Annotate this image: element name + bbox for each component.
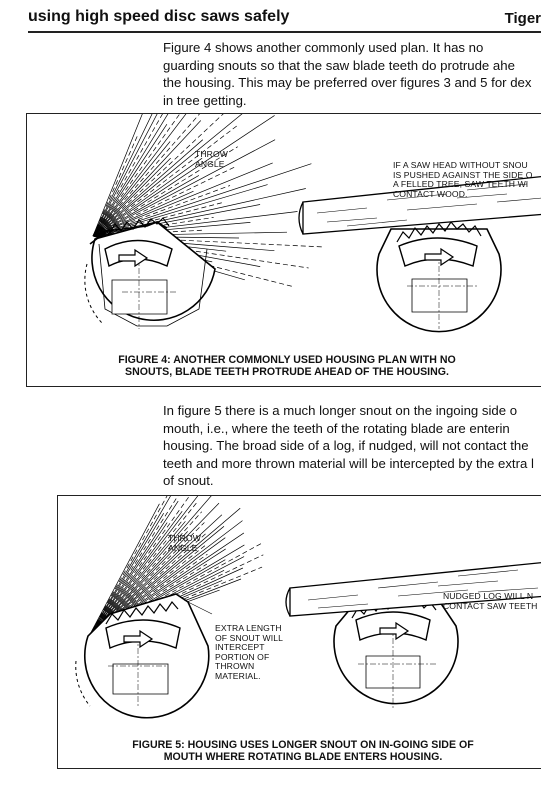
label-line: A FELLED TREE, SAW TEETH WI [393, 179, 529, 189]
paragraph-figure5-intro: In figure 5 there is a much longer snout… [163, 402, 541, 490]
saw-housing-left [75, 593, 213, 719]
label-line: IF A SAW HEAD WITHOUT SNOU [393, 160, 528, 170]
label-line: OF SNOUT WILL [215, 632, 283, 643]
figure4-caption: FIGURE 4: ANOTHER COMMONLY USED HOUSING … [27, 354, 541, 378]
saw-housing-right [333, 597, 459, 708]
text-line: in tree getting. [163, 92, 247, 108]
header-right-text: Tiger [504, 10, 541, 27]
figure4-illustration [84, 114, 541, 333]
log-note-label: NUDGED LOG WILL N CONTACT SAW TEETH [443, 591, 538, 611]
figure5-box: THROW ANGLE EXTRA LENGTH OF SNOUT WILL I… [57, 495, 541, 769]
figure5-illustration [75, 496, 541, 719]
snout-note-label: EXTRA LENGTH OF SNOUT WILL INTERCEPT POR… [215, 623, 283, 681]
caption-line: SNOUTS, BLADE TEETH PROTRUDE AHEAD OF TH… [125, 366, 449, 378]
label-line: INTERCEPT [215, 642, 265, 652]
figure4-box: THROW ANGLE IF A SAW HEAD WITHOUT SNOU I… [26, 113, 541, 387]
caption-line: FIGURE 5: HOUSING USES LONGER SNOUT ON I… [132, 739, 474, 751]
figure5-caption: FIGURE 5: HOUSING USES LONGER SNOUT ON I… [58, 739, 541, 763]
page-header: using high speed disc saws safely Tiger [28, 4, 541, 33]
saw-housing-right [376, 221, 502, 333]
label-line: THROW [195, 149, 228, 159]
paragraph-figure4-intro: Figure 4 shows another commonly used pla… [163, 39, 541, 109]
throw-angle-label: THROW ANGLE [195, 149, 228, 169]
throw-angle-label: THROW ANGLE [168, 533, 201, 553]
warning-label: IF A SAW HEAD WITHOUT SNOU IS PUSHED AGA… [393, 160, 533, 199]
caption-line: FIGURE 4: ANOTHER COMMONLY USED HOUSING … [118, 354, 456, 366]
label-line: ANGLE [168, 542, 198, 553]
nudged-log [285, 562, 541, 617]
text-line: teeth and more thrown material will be i… [163, 455, 534, 471]
label-line: THROW [168, 533, 201, 543]
label-line: PORTION OF [215, 651, 270, 662]
page-title: using high speed disc saws safely [28, 8, 290, 25]
text-line: In figure 5 there is a much longer snout… [163, 403, 518, 418]
felled-log [298, 175, 541, 235]
text-line: mouth, i.e., where the teeth of the rota… [163, 420, 510, 436]
header-rule [28, 31, 541, 33]
text-line: the housing. This may be preferred over … [163, 75, 532, 90]
text-line: housing. The broad side of a log, if nud… [163, 438, 529, 453]
label-line: EXTRA LENGTH [215, 623, 282, 633]
label-line: ANGLE [195, 158, 225, 169]
label-line: THROWN [215, 661, 255, 671]
label-line: NUDGED LOG WILL N [443, 591, 534, 601]
saw-housing-left [84, 217, 216, 329]
label-line: CONTACT SAW TEETH [443, 600, 538, 611]
text-line: guarding snouts so that the saw blade te… [163, 57, 515, 73]
label-line: CONTACT WOOD. [393, 188, 468, 199]
caption-line: MOUTH WHERE ROTATING BLADE ENTERS HOUSIN… [163, 751, 443, 763]
text-line: of snout. [163, 473, 214, 488]
label-line: MATERIAL. [215, 670, 261, 681]
label-line: IS PUSHED AGAINST THE SIDE O [393, 169, 533, 180]
text-line: Figure 4 shows another commonly used pla… [163, 40, 484, 55]
